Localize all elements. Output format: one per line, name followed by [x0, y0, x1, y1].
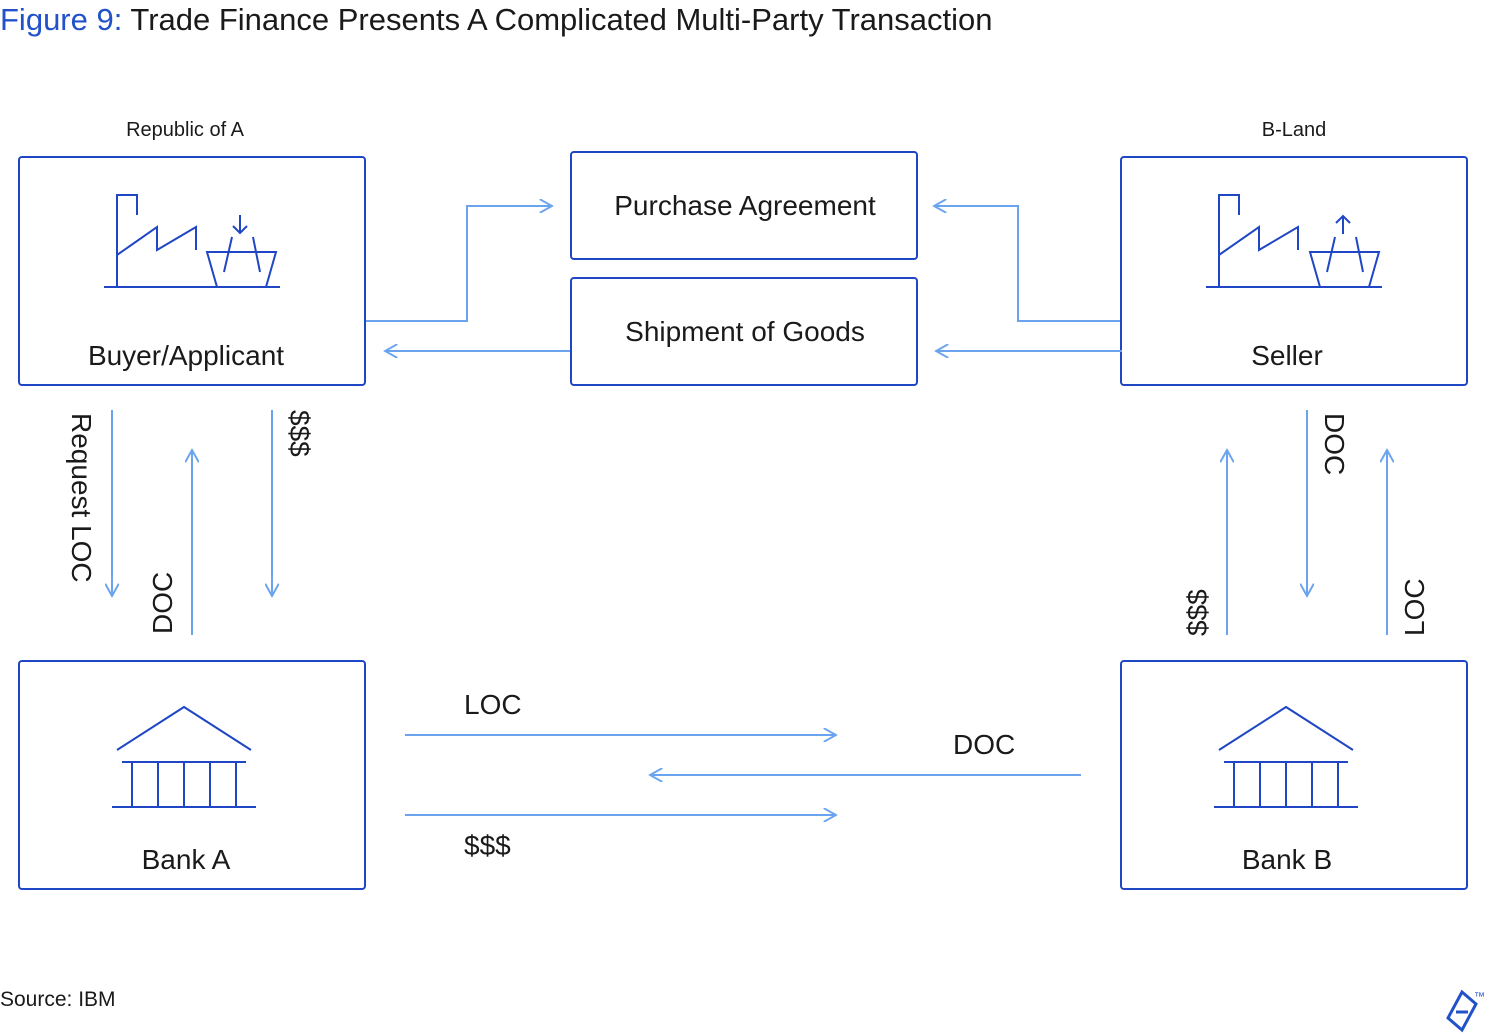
label-request-loc: Request LOC [66, 413, 97, 583]
bank-b-box [1120, 660, 1468, 890]
shipment-box [570, 277, 918, 386]
purchase-agreement-label: Purchase Agreement [614, 190, 876, 221]
label-money-left: $$$ [284, 410, 315, 457]
buyer-box [18, 156, 366, 386]
bank-b-label: Bank B [1242, 844, 1332, 875]
basket-icon [1308, 214, 1381, 288]
figure-title: Figure 9: Trade Finance Presents A Compl… [0, 2, 992, 38]
seller-label: Seller [1251, 340, 1323, 371]
flow-seller-to-agreement [934, 206, 1120, 322]
label-doc-right: DOC [1319, 413, 1350, 475]
region-label-right: B-Land [1262, 119, 1327, 141]
purchase-agreement-box [570, 151, 918, 260]
label-money-right: $$$ [1182, 589, 1213, 636]
shipment-label: Shipment of Goods [625, 316, 865, 347]
bank-a-box [18, 660, 366, 890]
bank-icon [112, 705, 256, 808]
basket-icon [205, 215, 278, 288]
source-note: Source: IBM [0, 988, 116, 1011]
bank-icon [1214, 705, 1358, 808]
flow-buyer-to-agreement [366, 206, 552, 322]
factory-icon [1218, 194, 1299, 287]
label-loc-bottom: LOC [464, 689, 522, 720]
label-loc-right: LOC [1399, 578, 1430, 636]
svg-text:™: ™ [1474, 991, 1485, 1003]
region-label-left: Republic of A [126, 119, 245, 141]
figure-title-text: Trade Finance Presents A Complicated Mul… [130, 2, 993, 37]
factory-icon [116, 194, 197, 287]
label-doc-bottom: DOC [953, 729, 1015, 760]
buyer-label: Buyer/Applicant [88, 340, 284, 371]
bank-a-label: Bank A [142, 844, 231, 875]
label-doc-left: DOC [147, 572, 178, 634]
seller-box [1120, 156, 1468, 386]
figure-number: Figure 9: [0, 2, 123, 37]
toptal-logo: ™ [1446, 989, 1485, 1033]
label-money-bottom: $$$ [464, 830, 511, 861]
